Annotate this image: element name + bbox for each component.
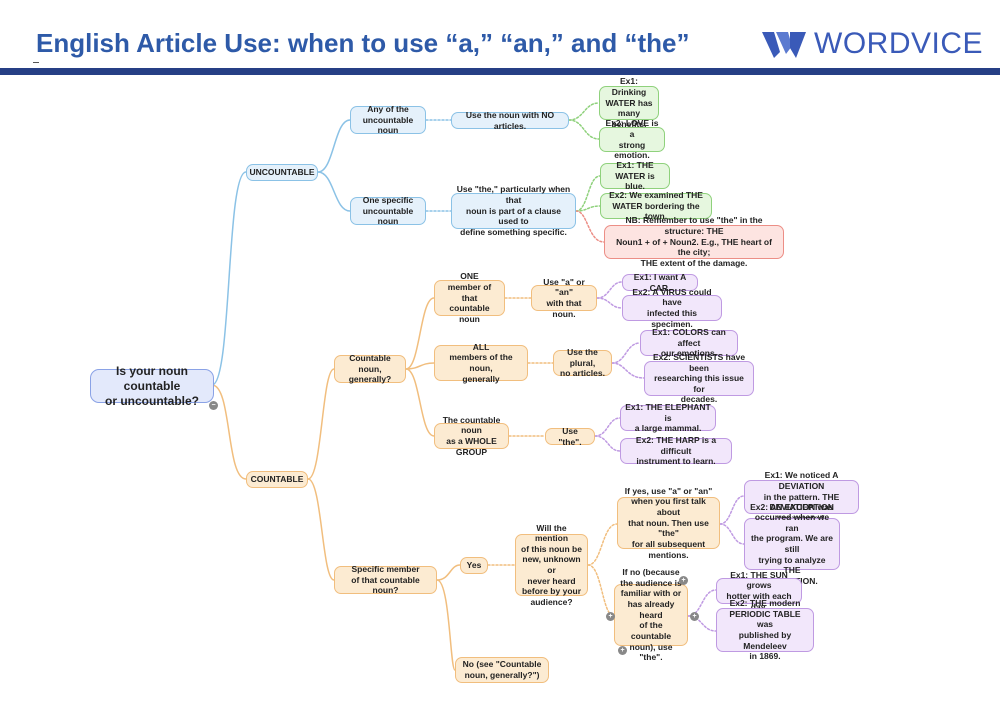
root-question-node[interactable]: Is your noun countable or uncountable?: [90, 364, 214, 408]
countable-node[interactable]: COUNTABLE: [246, 471, 308, 488]
new-mention-question-node[interactable]: Will the mention of this noun be new, un…: [515, 523, 588, 607]
all-members-example-1[interactable]: Ex1: COLORS can affect our emotions.: [640, 327, 738, 358]
if-no-example-2[interactable]: Ex2: THE modern PERIODIC TABLE was publi…: [716, 598, 814, 661]
header-divider-bar: [0, 68, 1000, 75]
use-the-group-rule-node[interactable]: Use "the".: [545, 426, 595, 447]
countable-specific-node[interactable]: Specific member of that countable noun?: [334, 564, 437, 595]
wordvice-w-icon: [762, 32, 806, 58]
whole-group-example-2[interactable]: Ex2: THE HARP is a difficult instrument …: [620, 435, 732, 466]
uncountable-specific-example-1[interactable]: Ex1: THE WATER is blue.: [600, 160, 670, 191]
uncountable-any-example-2[interactable]: Ex2: LOVE is a strong emotion.: [599, 118, 665, 160]
one-member-example-1[interactable]: Ex1: I want A CAR.: [622, 272, 698, 293]
node-handle-top-icon[interactable]: +: [679, 576, 688, 585]
node-handle-right-icon[interactable]: +: [690, 612, 699, 621]
node-handle-left-icon[interactable]: +: [606, 612, 615, 621]
wordvice-logo[interactable]: WORDVICE: [762, 27, 983, 60]
collapse-toggle-icon[interactable]: −: [209, 401, 218, 410]
brand-name: WORDVICE: [814, 27, 983, 60]
one-member-node[interactable]: ONE member of that countable noun: [434, 271, 505, 324]
no-articles-rule-node[interactable]: Use the noun with NO articles.: [451, 110, 569, 131]
if-yes-node[interactable]: If yes, use "a" or "an" when you first t…: [617, 486, 720, 560]
if-yes-example-2[interactable]: Ex2: AN EXCEPTION occurred when we ran t…: [744, 502, 840, 586]
uncountable-node[interactable]: UNCOUNTABLE: [246, 164, 318, 181]
all-members-example-2[interactable]: Ex2: SCIENTISTS have been researching th…: [644, 352, 754, 404]
no-see-general-node[interactable]: No (see "Countable noun, generally?"): [455, 657, 549, 683]
uncountable-any-example-1[interactable]: Ex1: Drinking WATER has many benefits.: [599, 76, 659, 129]
page-title: English Article Use: when to use “a,” “a…: [36, 28, 690, 58]
the-of-structure-note[interactable]: NB: Remember to use "the" in the structu…: [604, 215, 784, 268]
whole-group-example-1[interactable]: Ex1: THE ELEPHANT is a large mammal.: [620, 402, 716, 433]
yes-node[interactable]: Yes: [460, 557, 488, 574]
if-no-node[interactable]: If no (because the audience is familiar …: [614, 567, 688, 662]
if-no-example-1[interactable]: Ex1: THE SUN grows hotter with each day.: [716, 570, 802, 612]
use-plural-rule-node[interactable]: Use the plural, no articles.: [553, 347, 612, 378]
all-members-node[interactable]: ALL members of the noun, generally: [434, 342, 528, 384]
whole-group-node[interactable]: The countable noun as a WHOLE GROUP: [434, 415, 509, 457]
countable-general-node[interactable]: Countable noun, generally?: [334, 353, 406, 384]
use-the-rule-node[interactable]: Use "the," particularly when that noun i…: [451, 184, 576, 237]
use-a-an-rule-node[interactable]: Use "a" or "an" with that noun.: [531, 277, 597, 319]
uncountable-specific-example-2[interactable]: Ex2: We examined THE WATER bordering the…: [600, 190, 712, 221]
node-handle-bottom-icon[interactable]: +: [618, 646, 627, 655]
title-underline-mark: [33, 62, 39, 63]
one-member-example-2[interactable]: Ex2: A VIRUS could have infected this sp…: [622, 287, 722, 329]
if-yes-example-1[interactable]: Ex1: We noticed A DEVIATION in the patte…: [744, 470, 859, 523]
specific-uncountable-node[interactable]: One specific uncountable noun: [350, 195, 426, 226]
any-uncountable-node[interactable]: Any of the uncountable noun: [350, 104, 426, 135]
